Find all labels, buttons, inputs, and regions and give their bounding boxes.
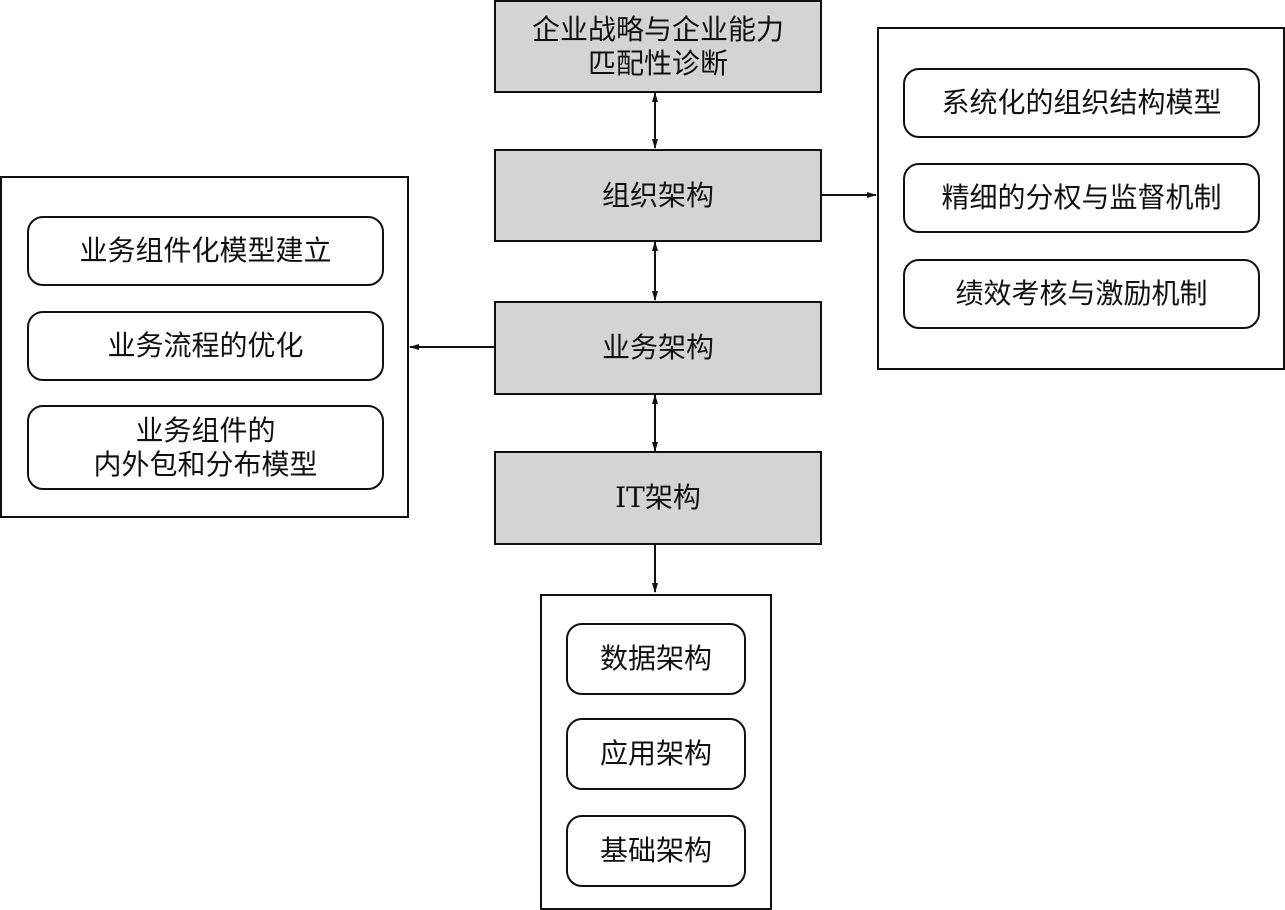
it-architecture-label: IT架构 bbox=[615, 481, 701, 514]
org-item-label: 系统化的组织结构模型 bbox=[941, 86, 1222, 119]
strategy-box: 企业战略与企业能力 匹配性诊断 bbox=[494, 0, 822, 93]
org-item: 精细的分权与监督机制 bbox=[903, 163, 1260, 233]
business-item-label-line1: 业务组件的 bbox=[135, 413, 276, 447]
it-item: 数据架构 bbox=[566, 623, 746, 695]
strategy-label-line2: 匹配性诊断 bbox=[587, 46, 728, 80]
org-item: 绩效考核与激励机制 bbox=[903, 259, 1260, 329]
org-item-label: 精细的分权与监督机制 bbox=[941, 181, 1222, 214]
business-item-label-line2: 内外包和分布模型 bbox=[93, 447, 318, 481]
strategy-label-line1: 企业战略与企业能力 bbox=[531, 12, 784, 46]
business-item-label: 业务流程的优化 bbox=[107, 329, 304, 362]
business-item: 业务组件的 内外包和分布模型 bbox=[27, 405, 384, 490]
business-architecture-label: 业务架构 bbox=[601, 331, 714, 364]
business-item-label: 业务组件化模型建立 bbox=[79, 234, 332, 267]
business-item: 业务组件化模型建立 bbox=[27, 216, 384, 286]
it-item-label: 应用架构 bbox=[599, 737, 712, 770]
org-item-label: 绩效考核与激励机制 bbox=[955, 277, 1208, 310]
it-item: 应用架构 bbox=[566, 718, 746, 790]
business-item: 业务流程的优化 bbox=[27, 311, 384, 381]
org-architecture-box: 组织架构 bbox=[494, 149, 822, 242]
it-architecture-box: IT架构 bbox=[494, 451, 822, 545]
it-item-label: 基础架构 bbox=[599, 834, 712, 867]
it-item-label: 数据架构 bbox=[599, 642, 712, 675]
org-item: 系统化的组织结构模型 bbox=[903, 68, 1260, 138]
org-architecture-label: 组织架构 bbox=[601, 178, 714, 212]
it-item: 基础架构 bbox=[566, 815, 746, 887]
business-architecture-box: 业务架构 bbox=[494, 301, 822, 395]
